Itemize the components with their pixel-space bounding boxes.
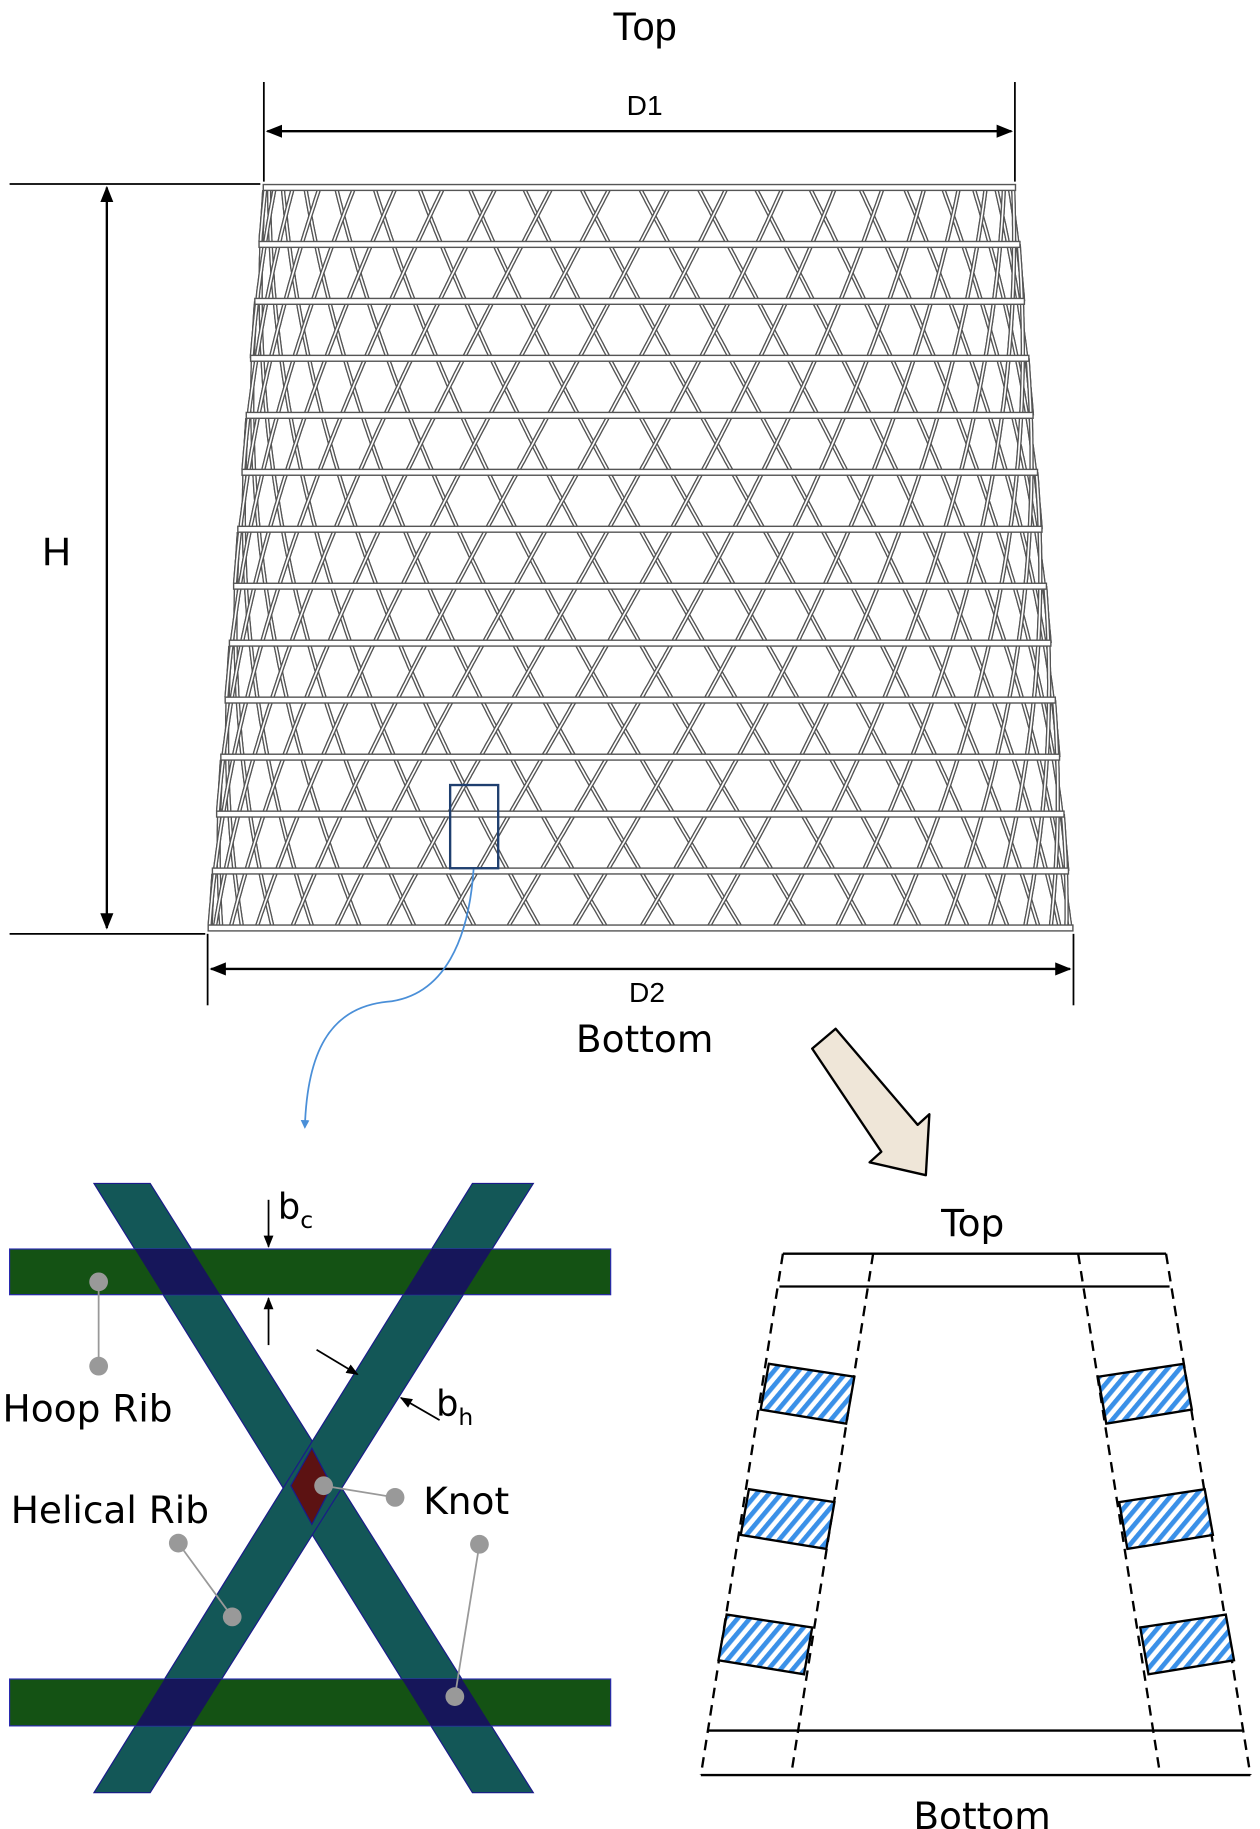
hatched-block: [739, 1487, 836, 1551]
section-bottom-label: Bottom: [913, 1794, 1051, 1829]
section-view: Top Bottom: [699, 1201, 1252, 1829]
helical-rib-inner: [242, 187, 294, 470]
hatched-block: [717, 1613, 814, 1676]
hatched-block: [1117, 1487, 1215, 1551]
helical-rib-inner: [835, 187, 1015, 929]
helical-rib-inner: [386, 187, 784, 929]
helical-rib-inner: [259, 187, 267, 242]
hoop-ring: [207, 924, 1074, 932]
helical-rib-inner: [225, 187, 356, 698]
hoop-ring: [215, 810, 1065, 818]
rib-detail: bc bh Hoop Rib Helical Rib Knot: [3, 1182, 612, 1794]
helical-rib-inner: [234, 187, 321, 584]
bc-label: bc: [278, 1187, 313, 1234]
hoop-ring: [258, 240, 1021, 249]
dim-d2-label: D2: [629, 977, 665, 1008]
helical-rib-inner: [250, 187, 276, 359]
hoop-rib-bottom: [9, 1678, 612, 1727]
dimension-d2: [206, 933, 1075, 1006]
dimension-d1: [262, 82, 1016, 182]
hoop-ring: [241, 468, 1039, 476]
detail-highlight-box: [448, 783, 500, 870]
hoop-ring: [211, 867, 1070, 875]
helical-rib-inner: [773, 187, 1005, 929]
dim-d1-label: D1: [627, 90, 663, 121]
helical-rib-inner: [444, 187, 837, 929]
lattice-tower: [207, 183, 1074, 932]
helical-rib-inner: [506, 187, 884, 929]
helical-rib-inner: [639, 187, 960, 929]
knot: [290, 1446, 333, 1526]
hoop-rib-top: [9, 1248, 612, 1296]
hoop-ring: [249, 354, 1030, 362]
knot-label: Knot: [423, 1479, 509, 1523]
dimension-h: [9, 183, 261, 935]
helical-rib-inner: [217, 187, 397, 812]
tower-top-label: Top: [613, 5, 677, 49]
hatched-block: [1096, 1362, 1194, 1425]
hoop-ring: [224, 696, 1057, 704]
hoop-rib-label: Hoop Rib: [3, 1386, 173, 1430]
helical-rib-inner: [572, 187, 926, 929]
helical-rib-inner: [334, 187, 728, 929]
helical-rib-inner: [213, 187, 497, 929]
hoop-ring: [245, 411, 1034, 419]
helical-rib-inner: [290, 187, 670, 929]
hoop-ring: [262, 183, 1017, 192]
helical-rib-inner: [229, 187, 553, 929]
section-arrow-icon: [811, 1027, 931, 1177]
hoop-ring: [237, 525, 1043, 533]
detail-callout-curve: [300, 869, 475, 1129]
helical-rib-inner: [255, 187, 611, 929]
hoop-ring: [228, 639, 1052, 647]
bh-label: bh: [436, 1383, 473, 1430]
hoop-ring: [232, 582, 1048, 590]
hoop-ring: [254, 297, 1026, 305]
helical-rib-inner: [208, 187, 445, 926]
hatched-block: [1138, 1613, 1236, 1676]
helical-rib-label: Helical Rib: [11, 1488, 209, 1532]
helical-rib-inner: [707, 187, 987, 929]
hatched-block: [759, 1362, 856, 1425]
hoop-ring: [220, 753, 1061, 761]
dim-h-label: H: [42, 530, 71, 574]
tower-bottom-label: Bottom: [576, 1017, 714, 1061]
section-top-label: Top: [940, 1201, 1004, 1245]
